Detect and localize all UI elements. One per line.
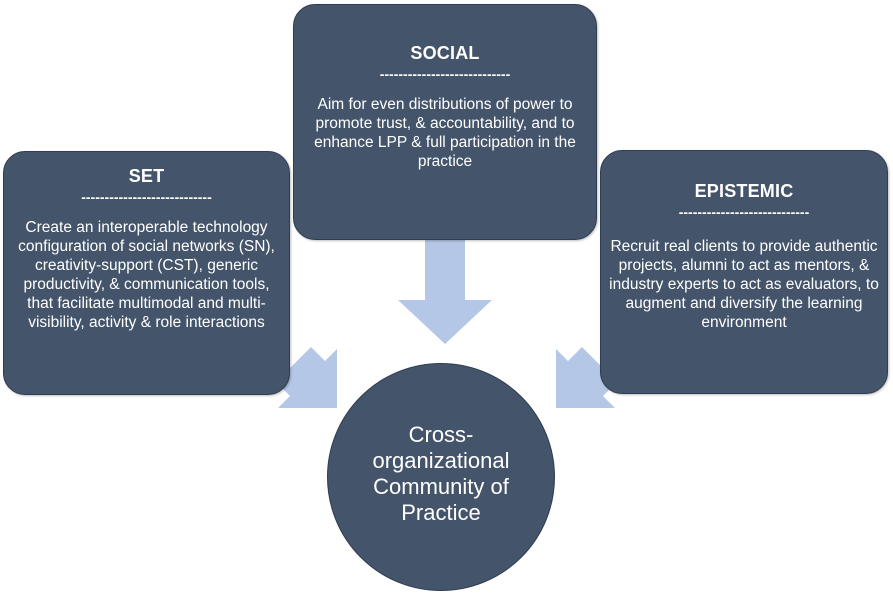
arrow-diagonal-right-icon bbox=[276, 347, 337, 408]
social-body: Aim for even distributions of power to p… bbox=[314, 96, 576, 170]
set-box: SET ---------------------------- Create … bbox=[3, 151, 290, 395]
epistemic-body: Recruit real clients to provide authenti… bbox=[609, 238, 879, 331]
center-label: Cross-organizational Community of Practi… bbox=[372, 422, 510, 525]
social-divider: ---------------------------- bbox=[379, 67, 511, 81]
epistemic-title: EPISTEMIC bbox=[694, 181, 794, 201]
set-body: Create an interoperable technology confi… bbox=[18, 219, 275, 331]
set-divider: ---------------------------- bbox=[81, 190, 212, 204]
epistemic-divider: ---------------------------- bbox=[678, 205, 810, 219]
arrow-diagonal-left-icon bbox=[556, 347, 617, 408]
arrow-down-icon bbox=[398, 240, 492, 344]
epistemic-box: EPISTEMIC ---------------------------- R… bbox=[600, 150, 888, 394]
social-title: SOCIAL bbox=[410, 43, 480, 63]
set-title: SET bbox=[128, 166, 165, 186]
center-circle: Cross-organizational Community of Practi… bbox=[327, 363, 555, 591]
social-box: SOCIAL ---------------------------- Aim … bbox=[293, 4, 597, 240]
